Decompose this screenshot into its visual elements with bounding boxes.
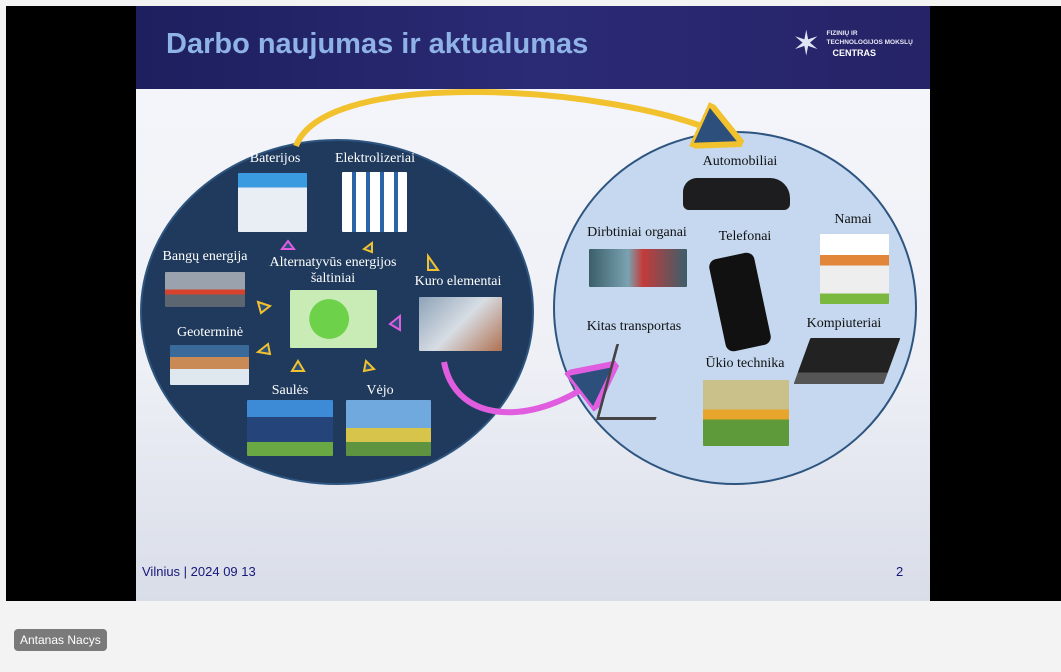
label-saules: Saulės	[271, 383, 309, 398]
farm-machinery-image	[703, 380, 789, 446]
footer-location-date: Vilnius | 2024 09 13	[142, 564, 256, 579]
label-automobiliai: Automobiliai	[702, 154, 778, 169]
geothermal-image	[170, 345, 249, 385]
ftmc-logo: ✶ FIZINIŲ IR TECHNOLOGIJOS MOKSLŲ CENTRA…	[792, 24, 913, 64]
label-kuro-elementai: Kuro elementai	[414, 274, 502, 289]
laptop-image	[793, 338, 901, 384]
label-kitas-transportas: Kitas transportas	[586, 319, 682, 334]
small-arrows	[255, 239, 440, 373]
logo-line-3: CENTRAS	[832, 47, 877, 58]
label-kompiuteriai: Kompiuteriai	[806, 316, 882, 331]
car-image	[683, 178, 790, 210]
slide-title: Darbo naujumas ir aktualumas	[166, 28, 589, 60]
label-baterijos: Baterijos	[249, 151, 301, 166]
wind-image	[346, 400, 431, 456]
logo-line-2: TECHNOLOGIJOS MOKSLŲ	[826, 38, 913, 46]
arrow-icon	[388, 313, 401, 332]
wave-energy-image	[165, 272, 245, 307]
solar-image	[247, 400, 333, 456]
presentation-slide: Darbo naujumas ir aktualumas ✶ FIZINIŲ I…	[136, 6, 930, 601]
electrolyzer-image	[342, 172, 407, 232]
arrow-icon	[256, 300, 273, 315]
arrow-icon	[290, 359, 306, 372]
slide-number: 2	[896, 564, 904, 579]
label-ukio-technika: Ūkio technika	[705, 356, 785, 371]
label-dirbtiniai-organai: Dirbtiniai organai	[587, 225, 687, 240]
label-geotermine: Geoterminė	[176, 325, 244, 340]
label-vejo: Vėjo	[366, 383, 394, 398]
house-image	[820, 234, 889, 304]
artificial-organs-image	[589, 249, 687, 287]
logo-text: FIZINIŲ IR TECHNOLOGIJOS MOKSLŲ CENTRAS	[827, 30, 913, 59]
battery-image	[238, 173, 307, 232]
label-alternative-sources-2: šaltiniai	[310, 271, 356, 286]
curved-arrow-yellow	[293, 88, 721, 146]
logo-line-1: FIZINIŲ IR	[826, 29, 858, 37]
star-logo-icon: ✶	[792, 24, 821, 64]
arrow-icon	[280, 239, 296, 250]
label-namai: Namai	[834, 212, 872, 227]
arrow-icon	[255, 342, 272, 356]
participant-name-badge: Antanas Nacys	[14, 629, 107, 651]
label-telefonai: Telefonai	[718, 229, 772, 244]
diagram	[140, 88, 917, 485]
green-globe-image	[290, 290, 377, 348]
curved-arrow-pink	[441, 362, 598, 416]
arrow-icon	[362, 358, 377, 373]
arrow-icon	[427, 252, 440, 271]
label-elektrolizeriai: Elektrolizeriai	[334, 151, 416, 166]
fuel-cell-image	[419, 297, 502, 351]
slide-header: Darbo naujumas ir aktualumas ✶ FIZINIŲ I…	[136, 6, 930, 89]
label-alternative-sources-1: Alternatyvūs energijos	[269, 255, 397, 270]
label-bangu-energija: Bangų energija	[162, 249, 248, 264]
arrow-icon	[361, 241, 373, 254]
